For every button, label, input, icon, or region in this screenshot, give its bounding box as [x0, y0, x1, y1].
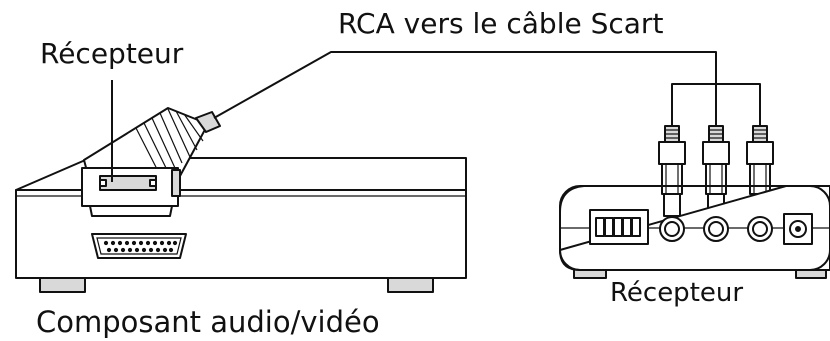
receiver-device: [559, 185, 830, 279]
cable-label: RCA vers le câble Scart: [338, 7, 664, 40]
av-foot-left: [39, 277, 86, 293]
scart-plug: [81, 107, 221, 217]
rca-jack-middle: [703, 216, 729, 242]
av-component-label: Composant audio/vidéo: [36, 305, 380, 339]
scart-socket: [91, 233, 187, 259]
right-receiver-label: Récepteur: [610, 278, 744, 308]
rca-plug-left: [658, 125, 686, 217]
av-foot-right: [387, 277, 434, 293]
power-jack: [783, 213, 813, 245]
left-receiver-label: Récepteur: [40, 37, 184, 70]
rca-jack-left: [659, 216, 685, 242]
scart-plug-clamp: [89, 205, 173, 217]
main-cable: [213, 51, 717, 119]
dip-switch: [589, 209, 649, 245]
scart-plug-body: [81, 167, 179, 207]
rca-jack-right: [747, 216, 773, 242]
